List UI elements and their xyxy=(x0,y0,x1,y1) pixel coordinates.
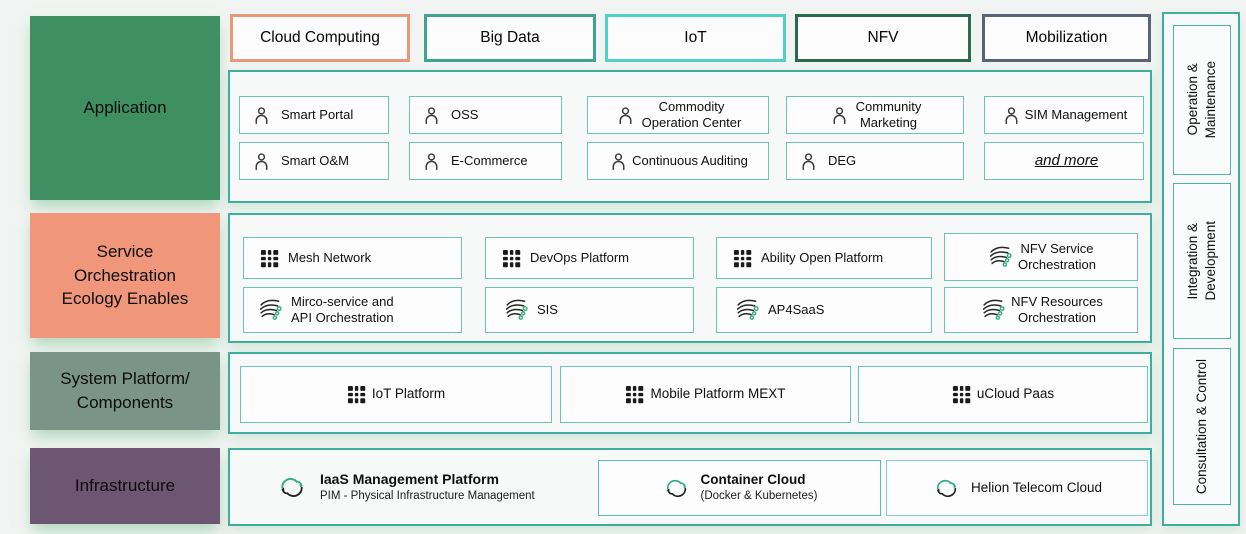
item-iaas-management-platform: IaaS Management Platform PIM - Physical … xyxy=(276,450,535,524)
item-iot-platform: IoT Platform xyxy=(240,366,552,423)
item-label: Ability Open Platform xyxy=(761,250,884,266)
item-label: and more xyxy=(1034,152,1099,169)
right-services-column: Operation & Maintenance Integration & De… xyxy=(1162,12,1240,526)
user-icon xyxy=(615,105,636,126)
item-mesh-network: Mesh Network xyxy=(243,237,462,279)
grid-icon xyxy=(260,249,279,268)
user-icon xyxy=(421,151,442,172)
item-label: Helion Telecom Cloud xyxy=(970,479,1103,495)
cloud-sync-icon xyxy=(932,476,961,500)
item-label: Mobile Platform MEXT xyxy=(650,386,786,402)
cloud-sync-icon xyxy=(276,474,308,500)
grid-icon xyxy=(952,385,971,404)
item-label: Commodity Operation Center xyxy=(641,99,742,130)
item-subtitle: (Docker & Kubernetes) xyxy=(700,490,818,503)
item-mirco-service-api-orchestration: Mirco-service and API Orchestration xyxy=(243,287,462,333)
tab-nfv: NFV xyxy=(795,14,971,62)
vertical-label-text: Consultation & Control xyxy=(1193,358,1209,495)
item-label: Mirco-service and API Orchestration xyxy=(291,294,394,325)
item-label: Smart O&M xyxy=(281,153,349,169)
item-devops-platform: DevOps Platform xyxy=(485,237,694,279)
item-label: E-Commerce xyxy=(451,153,528,169)
item-title: Container Cloud xyxy=(700,472,806,488)
user-icon xyxy=(421,105,442,126)
item-subtitle: PIM - Physical Infrastructure Management xyxy=(320,489,535,502)
item-community-marketing: Community Marketing xyxy=(786,96,964,134)
item-smart-om: Smart O&M xyxy=(239,142,389,180)
orchestration-icon xyxy=(256,298,282,322)
item-ability-open-platform: Ability Open Platform xyxy=(716,237,932,279)
item-e-commerce: E-Commerce xyxy=(409,142,562,180)
user-icon xyxy=(251,105,272,126)
tab-mobilization: Mobilization xyxy=(982,14,1151,62)
grid-icon xyxy=(625,385,644,404)
user-icon xyxy=(798,151,819,172)
item-title: IaaS Management Platform xyxy=(320,471,499,488)
item-label: SIM Management xyxy=(1024,107,1128,123)
grid-icon xyxy=(502,249,521,268)
item-helion-telecom-cloud: Helion Telecom Cloud xyxy=(886,460,1148,516)
vertical-label-text: Integration & Development xyxy=(1184,221,1218,301)
tab-cloud-computing: Cloud Computing xyxy=(230,14,410,62)
item-ucloud-paas: uCloud Paas xyxy=(858,366,1148,423)
item-nfv-service-orchestration: NFV Service Orchestration xyxy=(944,233,1138,281)
grid-icon xyxy=(347,385,366,404)
category-label-application: Application xyxy=(30,16,220,200)
section-service-orchestration: Mesh Network DevOps Platform Ability Ope… xyxy=(228,213,1152,343)
category-label-infrastructure: Infrastructure xyxy=(30,448,220,524)
cloud-sync-icon xyxy=(662,476,691,500)
item-label: IoT Platform xyxy=(371,386,446,402)
item-label: AP4SaaS xyxy=(768,302,825,318)
item-nfv-resources-orchestration: NFV Resources Orchestration xyxy=(944,287,1138,333)
item-label: uCloud Paas xyxy=(976,386,1055,402)
item-label: NFV Resources Orchestration xyxy=(1011,294,1103,325)
item-and-more: and more xyxy=(984,142,1144,180)
tab-iot: IoT xyxy=(605,14,786,62)
item-smart-portal: Smart Portal xyxy=(239,96,389,134)
vertical-label-integration-development: Integration & Development xyxy=(1173,183,1231,339)
item-commodity-operation-center: Commodity Operation Center xyxy=(587,96,769,134)
grid-icon xyxy=(733,249,752,268)
item-label: Continuous Auditing xyxy=(632,153,748,169)
vertical-label-text: Operation & Maintenance xyxy=(1184,61,1218,139)
section-application: Smart Portal OSS Commodity Operation Cen… xyxy=(228,70,1152,203)
item-label: DEG xyxy=(828,153,857,169)
item-label: OSS xyxy=(451,107,479,123)
category-label-service-orchestration: Service Orchestration Ecology Enables xyxy=(30,213,220,338)
item-ap4saas: AP4SaaS xyxy=(716,287,932,333)
item-continuous-auditing: Continuous Auditing xyxy=(587,142,769,180)
item-label: Community Marketing xyxy=(855,99,922,130)
user-icon xyxy=(829,105,850,126)
user-icon xyxy=(251,151,272,172)
item-label: DevOps Platform xyxy=(530,250,629,266)
orchestration-icon xyxy=(733,298,759,322)
orchestration-icon xyxy=(502,298,528,322)
item-sis: SIS xyxy=(485,287,694,333)
item-label: Mesh Network xyxy=(288,250,372,266)
category-label-system-platform: System Platform/ Components xyxy=(30,352,220,430)
item-oss: OSS xyxy=(409,96,562,134)
user-icon xyxy=(608,151,629,172)
orchestration-icon xyxy=(979,298,1005,322)
item-mobile-platform-mext: Mobile Platform MEXT xyxy=(560,366,851,423)
item-label: SIS xyxy=(537,302,558,318)
orchestration-icon xyxy=(986,245,1012,269)
section-system-platform: IoT Platform Mobile Platform MEXT uCloud… xyxy=(228,352,1152,434)
section-infrastructure: IaaS Management Platform PIM - Physical … xyxy=(228,448,1152,526)
item-deg: DEG xyxy=(786,142,964,180)
vertical-label-consultation-control: Consultation & Control xyxy=(1173,348,1231,505)
item-container-cloud: Container Cloud (Docker & Kubernetes) xyxy=(598,460,881,516)
item-sim-management: SIM Management xyxy=(984,96,1144,134)
item-label: Smart Portal xyxy=(281,107,354,123)
vertical-label-operation-maintenance: Operation & Maintenance xyxy=(1173,25,1231,175)
item-label: NFV Service Orchestration xyxy=(1017,241,1097,272)
tab-big-data: Big Data xyxy=(424,14,596,62)
user-icon xyxy=(1001,105,1022,126)
